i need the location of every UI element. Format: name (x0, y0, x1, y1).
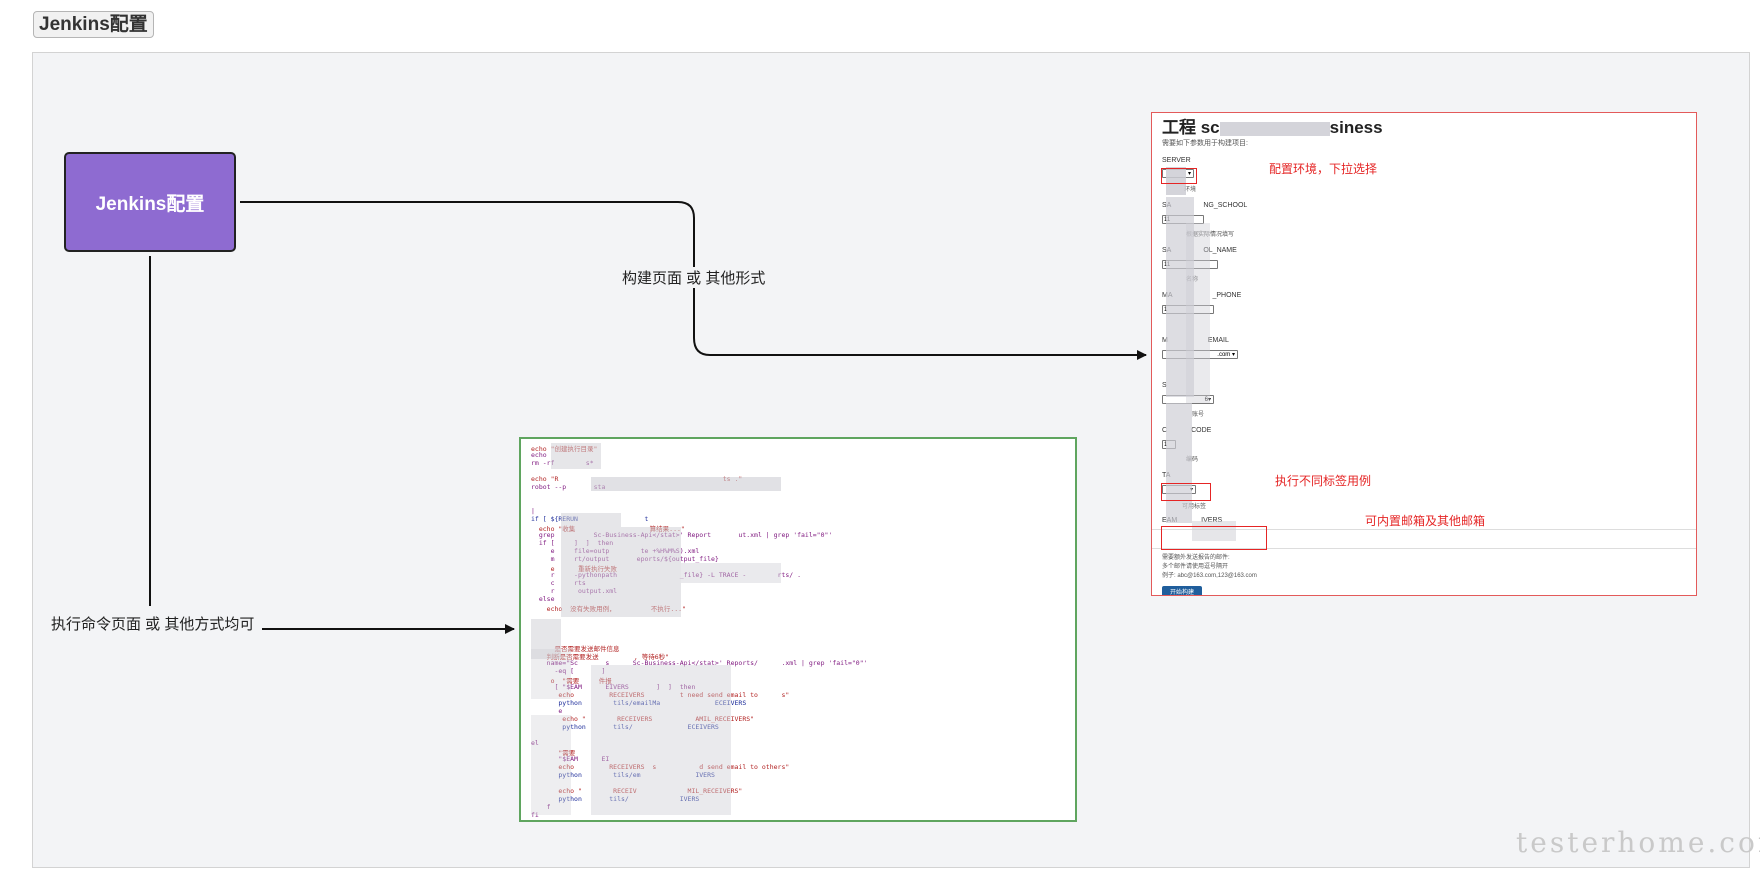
script-line: fi (531, 811, 539, 819)
script-line: e (531, 707, 563, 715)
blur-mask (531, 619, 561, 659)
blur-mask (681, 563, 781, 583)
script-line: echo (531, 451, 547, 459)
header-tag: Jenkins配置 (33, 11, 154, 38)
param-hint-s: 账号 (1192, 412, 1205, 418)
param-hint-school: 根据实际情况填写 (1186, 232, 1235, 238)
param-label-code-end: CODE (1191, 427, 1212, 434)
edge-label-command-page: 执行命令页面 或 其他方式均可 (51, 613, 255, 634)
blur-mask (591, 477, 781, 491)
param-label-server: SERVER (1162, 157, 1191, 164)
param-label-school-end: NG_SCHOOL (1203, 202, 1248, 209)
param-value-code: 1 (1164, 442, 1167, 448)
script-line: python tils/em IVERS (558, 771, 715, 779)
annotation-server: 配置环境，下拉选择 (1269, 162, 1378, 176)
script-line: echo RECEIVERS t need send email to s" (558, 691, 790, 699)
blur-mask (531, 649, 571, 699)
script-line: echo RECEIVERS s d send email to others" (558, 763, 790, 771)
param-hint-server: 环境 (1184, 187, 1197, 193)
blur-mask (561, 527, 681, 617)
script-line: el (531, 739, 539, 747)
script-line: "$EAM EI (531, 755, 610, 763)
build-page-title: 工程 sc siness (1162, 113, 1383, 138)
highlight-tag-select (1161, 483, 1211, 501)
email-hint-1: 需要额外发送报告的邮件: (1162, 555, 1230, 561)
script-line: o "需要 件报 (531, 677, 612, 685)
build-button[interactable]: 开始构建 (1162, 586, 1202, 595)
script-line: [ "$EAM EIVERS ] ] then (554, 683, 695, 691)
script-line: 是否需要发送邮件信息 (531, 645, 620, 653)
param-hint-code: 编码 (1186, 457, 1199, 463)
blur-mask (1219, 121, 1330, 136)
param-value-email: .com (1217, 352, 1231, 358)
blur-mask (1186, 223, 1210, 403)
script-line: f (531, 803, 551, 811)
blur-mask (561, 513, 621, 527)
script-line: python tils/ IVERS (558, 795, 699, 803)
build-page-title-end: siness (1329, 118, 1383, 137)
blur-mask (531, 715, 571, 815)
param-label-email-end: EMAIL (1207, 337, 1229, 344)
watermark: testerhome.com (1516, 826, 1760, 859)
param-select-email[interactable]: .com ▾ (1162, 350, 1238, 359)
blur-mask (591, 665, 731, 815)
root-node-jenkins-config: Jenkins配置 (64, 152, 236, 252)
divider (1152, 548, 1696, 549)
annotation-email: 可内置邮箱及其他邮箱 (1365, 514, 1486, 528)
param-label-receivers-end: IVERS (1201, 517, 1222, 524)
script-line: echo " RECEIVERS AMIL_RECEIVERS" (562, 715, 754, 723)
param-value-s: 6 (1205, 397, 1208, 403)
divider (1152, 529, 1696, 530)
email-hint-3: 例子: abc@163.com,123@163.com (1162, 573, 1257, 579)
script-line: "需要 (531, 749, 576, 757)
script-line: python tils/ ECEIVERS (562, 723, 719, 731)
script-line: -eq [ ] (531, 667, 606, 675)
param-label-phone-end: _PHONE (1212, 292, 1242, 299)
param-label-email-start: M (1162, 337, 1168, 344)
blur-mask (1166, 403, 1192, 523)
param-label-code-start: C (1162, 427, 1168, 434)
script-line: else (531, 595, 555, 603)
param-label-email: M EMAIL (1162, 337, 1229, 344)
script-line: name="Sc s Sc-Business-Api</stat>' Repor… (531, 659, 868, 667)
email-hint-2: 多个邮件请使用逗号隔开 (1162, 564, 1229, 570)
edge-label-build-page: 构建页面 或 其他形式 (622, 267, 766, 288)
param-hint-tag: 可用标签 (1182, 504, 1207, 510)
annotation-tag: 执行不同标签用例 (1275, 474, 1372, 488)
script-line: | (531, 507, 535, 515)
script-line: python tils/emailMa ECEIVERS (558, 699, 746, 707)
param-label-code: C CODE (1162, 427, 1211, 434)
param-value-phone: 1 (1164, 307, 1167, 313)
blur-mask (1166, 197, 1194, 397)
highlight-server-select (1161, 168, 1197, 184)
highlight-email-input (1161, 526, 1267, 550)
build-page-subtitle: 需要如下参数用于构建项目: (1162, 140, 1248, 147)
script-line: echo " RECEIV MIL_RECEIVERS" (558, 787, 742, 795)
blur-mask (1166, 167, 1186, 195)
script-line: 判断是否需要发送 , 等待6秒" (531, 653, 670, 661)
build-page-title-start: 工程 sc (1162, 118, 1220, 137)
blur-mask (551, 443, 601, 469)
param-label-school-name-end: OL_NAME (1203, 247, 1237, 254)
param-label-s: S (1162, 382, 1167, 389)
